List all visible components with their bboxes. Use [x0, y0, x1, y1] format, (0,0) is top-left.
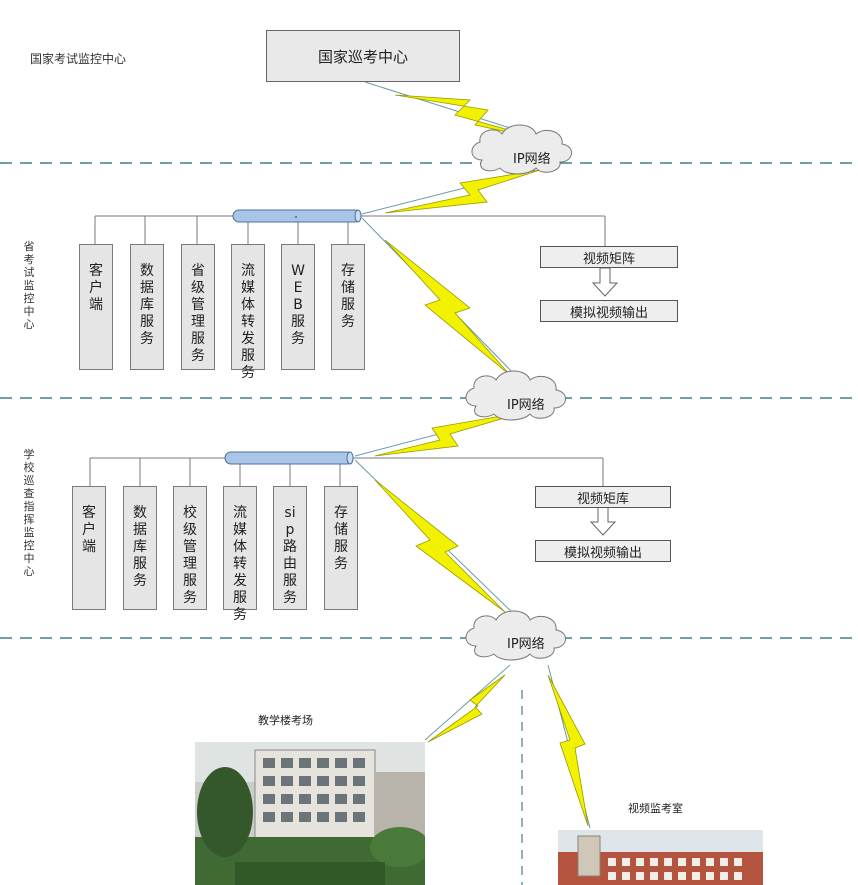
monitor-room-photo: [558, 830, 763, 885]
national-inspection-center-label: 国家巡考中心: [317, 47, 408, 66]
school-service-storage: 存储服务: [324, 486, 358, 610]
provincial-analog-output-box: 模拟视频输出: [540, 300, 678, 322]
monitor-room-caption: 视频监考室: [628, 802, 683, 815]
cloud-icon: [465, 124, 572, 661]
teaching-building-photo: [195, 742, 425, 885]
national-inspection-center-box: 国家巡考中心: [266, 30, 460, 82]
ip-network-cloud-label-2: IP网络: [507, 398, 545, 413]
teaching-building-caption: 教学楼考场: [258, 714, 313, 727]
lightning-icon: [374, 94, 589, 827]
school-video-matrix-box: 视频矩库: [535, 486, 671, 508]
national-center-label: 国家考试监控中心: [30, 52, 127, 66]
school-analog-output-box: 模拟视频输出: [535, 540, 671, 562]
provincial-service-database: 数据库服务: [130, 244, 164, 370]
provincial-service-streaming: 流媒体转发服务: [231, 244, 265, 381]
school-service-sip-routing: sip路由服务: [273, 486, 307, 610]
down-arrow-icon: [589, 267, 619, 536]
ip-network-cloud-label-3: IP网络: [507, 637, 545, 652]
school-service-database: 数据库服务: [123, 486, 157, 610]
provincial-center-label: 省考试监控中心: [23, 240, 35, 331]
provincial-service-storage: 存储服务: [331, 244, 365, 370]
provincial-service-management: 省级管理服务: [181, 244, 215, 370]
school-service-client: 客户端: [72, 486, 106, 610]
school-service-management: 校级管理服务: [173, 486, 207, 610]
provincial-video-matrix-box: 视频矩阵: [540, 246, 678, 268]
school-service-streaming: 流媒体转发服务: [223, 486, 257, 623]
school-center-label: 学校巡查指挥监控中心: [23, 448, 35, 578]
ip-network-cloud-label-1: IP网络: [513, 152, 551, 167]
provincial-service-client: 客户端: [79, 244, 113, 370]
provincial-service-web: WEB服务: [281, 244, 315, 370]
